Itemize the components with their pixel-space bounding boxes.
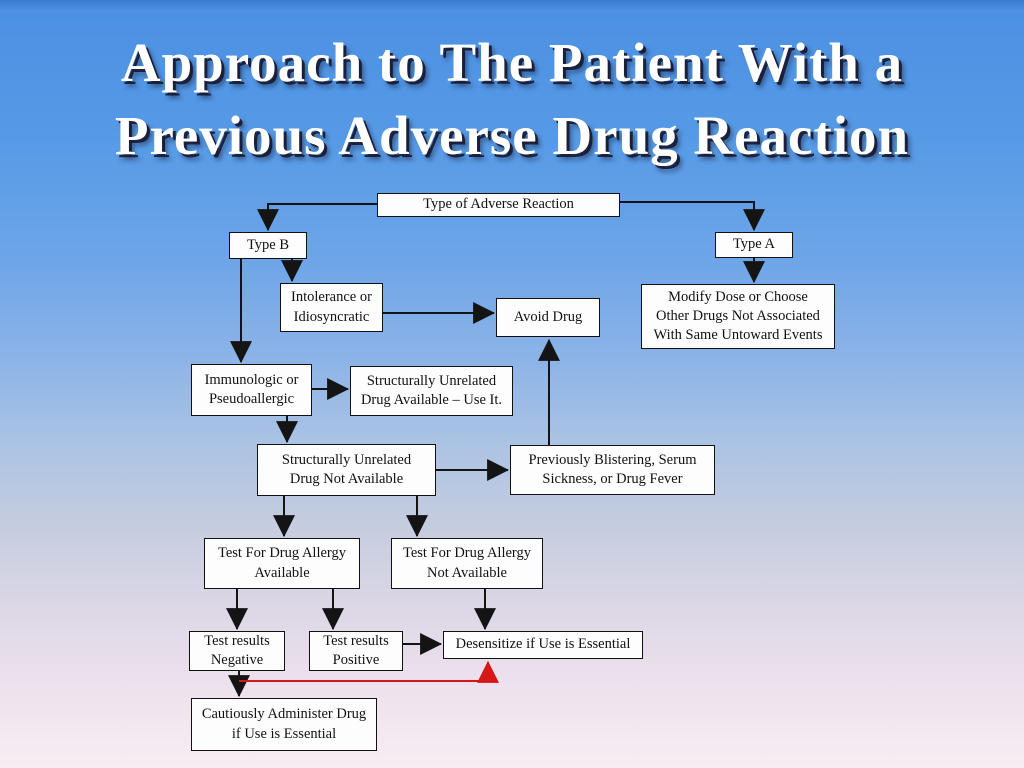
node-structurally-unrelated-not-available: Structurally Unrelated Drug Not Availabl… [257,444,436,496]
node-cautiously-administer: Cautiously Administer Drug if Use is Ess… [191,698,377,751]
slide-title-line1: Approach to The Patient With a [120,32,904,93]
node-modify-dose: Modify Dose or Choose Other Drugs Not As… [641,284,835,349]
node-test-results-positive: Test results Positive [309,631,403,671]
node-test-for-drug-allergy-available: Test For Drug Allergy Available [204,538,360,589]
node-intolerance-or-idiosyncratic: Intolerance or Idiosyncratic [280,283,383,332]
node-test-results-negative: Test results Negative [189,631,285,671]
node-type-a: Type A [715,232,793,258]
slide-title: Approach to The Patient With a Previous … [0,26,1024,172]
node-type-b: Type B [229,232,307,259]
node-desensitize: Desensitize if Use is Essential [443,631,643,659]
node-immunologic-or-pseudoallergic: Immunologic or Pseudoallergic [191,364,312,416]
node-test-for-drug-allergy-not-available: Test For Drug Allergy Not Available [391,538,543,589]
connector-reaction-to-type-a [620,201,765,232]
node-previously-blistering: Previously Blistering, Serum Sickness, o… [510,445,715,495]
node-avoid-drug: Avoid Drug [496,298,600,337]
connector-reaction-to-type-b [257,203,377,232]
slide-title-line2: Previous Adverse Drug Reaction [114,105,910,166]
node-type-of-adverse-reaction: Type of Adverse Reaction [377,193,620,217]
node-structurally-unrelated-available: Structurally Unrelated Drug Available – … [350,366,513,416]
